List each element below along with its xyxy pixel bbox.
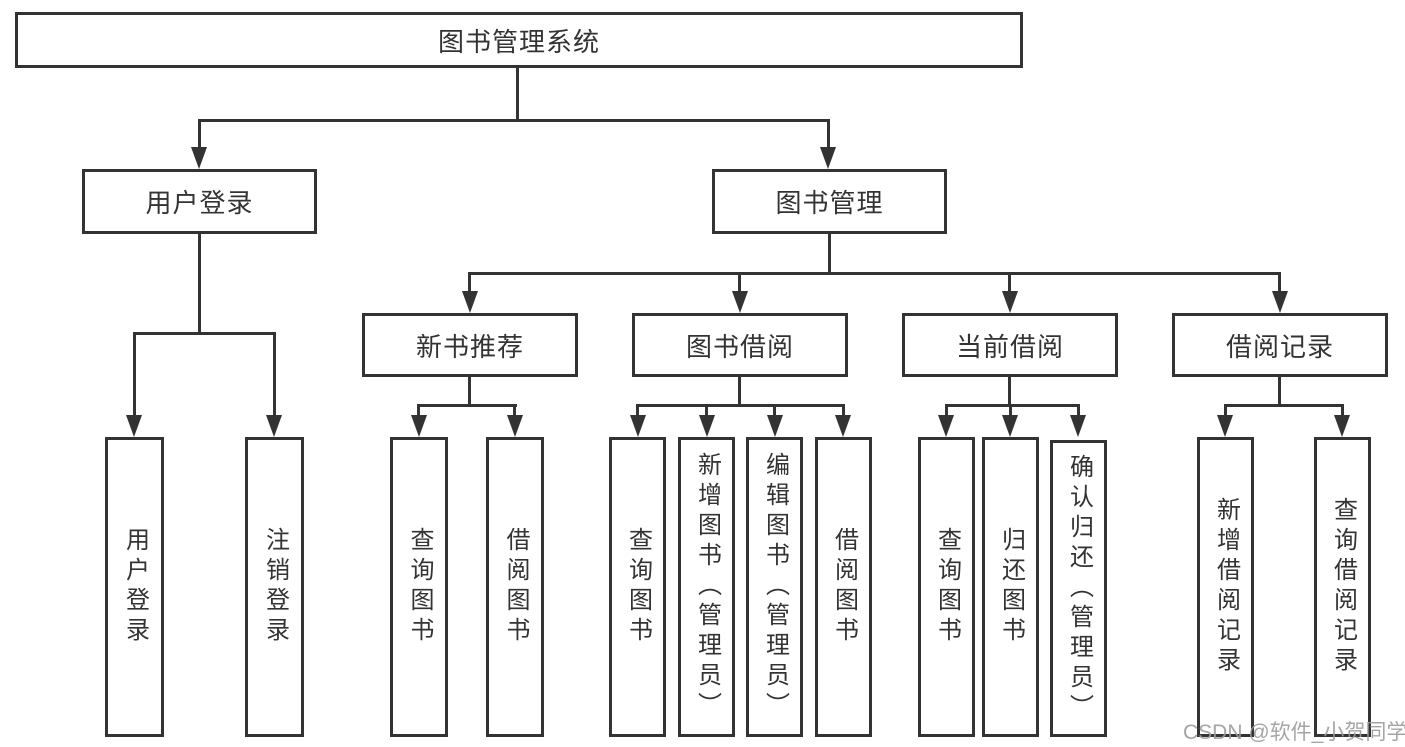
connector-drop-book-mgmt <box>827 119 830 149</box>
connector-drop-leaf <box>1009 404 1012 417</box>
leaf-borrow-edit-admin-label: 编辑图书（管理员） <box>761 452 789 722</box>
arrowhead-down-icon <box>732 291 748 313</box>
node-current-borrow-label: 当前借阅 <box>955 331 1064 362</box>
leaf-borrow-add-admin-label: 新增图书（管理员） <box>693 452 721 722</box>
arrowhead-down-icon <box>1272 291 1288 313</box>
arrowhead-down-icon <box>266 415 282 437</box>
leaf-borrow-borrow-label: 借阅图书 <box>830 527 858 647</box>
leaf-records-query-label: 查询借阅记录 <box>1329 497 1357 677</box>
arrowhead-down-icon <box>1217 415 1233 437</box>
connector-drop-leaf <box>945 404 948 417</box>
leaf-borrow-add-admin: 新增图书（管理员） <box>678 437 735 737</box>
leaf-newbooks-query: 查询图书 <box>390 437 448 737</box>
arrowhead-down-icon <box>411 415 427 437</box>
node-root-label: 图书管理系统 <box>437 26 600 57</box>
leaf-logout-label: 注销登录 <box>261 527 289 647</box>
leaf-current-confirm-admin: 确认归还（管理员） <box>1050 440 1107 737</box>
connector-drop-leaf <box>133 332 136 417</box>
connector-current-borrow-stem <box>1008 377 1011 407</box>
node-user-login-label: 用户登录 <box>145 188 254 218</box>
node-new-books-label: 新书推荐 <box>415 331 524 362</box>
arrowhead-down-icon <box>1002 291 1018 313</box>
connector-borrow-records-rail <box>1224 404 1344 407</box>
connector-drop-leaf <box>1224 404 1227 417</box>
arrowhead-down-icon <box>938 415 954 437</box>
arrowhead-down-icon <box>507 415 523 437</box>
connector-new-books-stem <box>468 377 471 407</box>
connector-user-login-rail <box>133 332 276 335</box>
connector-root-stem <box>516 66 519 122</box>
connector-book-borrow-rail <box>636 404 845 407</box>
node-borrow-records-label: 借阅记录 <box>1225 331 1334 362</box>
connector-current-borrow-rail <box>945 404 1080 407</box>
connector-drop-new-books <box>468 272 471 293</box>
arrowhead-down-icon <box>630 415 646 437</box>
leaf-user-login-label: 用户登录 <box>121 527 149 647</box>
leaf-current-return: 归还图书 <box>982 437 1039 737</box>
arrowhead-down-icon <box>1070 415 1086 437</box>
node-new-books: 新书推荐 <box>362 313 578 377</box>
connector-drop-leaf <box>417 404 420 417</box>
arrowhead-down-icon <box>462 291 478 313</box>
leaf-current-query-label: 查询图书 <box>933 527 961 647</box>
leaf-current-confirm-admin-label: 确认归还（管理员） <box>1065 453 1093 724</box>
connector-book-mgmt-rail <box>468 272 1281 275</box>
leaf-borrow-edit-admin: 编辑图书（管理员） <box>746 437 803 737</box>
node-book-mgmt-label: 图书管理 <box>775 188 884 218</box>
leaf-newbooks-borrow: 借阅图书 <box>486 437 544 737</box>
connector-borrow-records-stem <box>1278 377 1281 407</box>
node-book-borrow: 图书借阅 <box>632 313 848 377</box>
node-root: 图书管理系统 <box>15 12 1023 68</box>
leaf-borrow-query-label: 查询图书 <box>624 527 652 647</box>
connector-drop-borrow-records <box>1278 272 1281 293</box>
arrowhead-down-icon <box>1334 415 1350 437</box>
csdn-watermark: CSDN @软件_小贺同学 <box>1183 721 1405 744</box>
arrowhead-down-icon <box>191 147 207 169</box>
leaf-records-query: 查询借阅记录 <box>1314 437 1371 737</box>
leaf-current-return-label: 归还图书 <box>997 527 1025 647</box>
node-book-borrow-label: 图书借阅 <box>685 331 794 362</box>
connector-drop-book-borrow <box>738 272 741 293</box>
arrowhead-down-icon <box>820 147 836 169</box>
connector-user-login-stem <box>198 234 201 335</box>
leaf-borrow-query: 查询图书 <box>609 437 666 737</box>
connector-drop-leaf <box>1077 404 1080 417</box>
connector-drop-leaf <box>842 404 845 417</box>
leaf-user-login: 用户登录 <box>105 437 164 737</box>
arrowhead-down-icon <box>835 415 851 437</box>
leaf-newbooks-query-label: 查询图书 <box>406 527 433 647</box>
connector-drop-leaf <box>1341 404 1344 417</box>
arrowhead-down-icon <box>126 415 142 437</box>
node-borrow-records: 借阅记录 <box>1172 313 1388 377</box>
node-book-mgmt: 图书管理 <box>712 169 947 234</box>
connector-root-rail <box>198 119 830 122</box>
node-user-login: 用户登录 <box>82 169 317 234</box>
leaf-records-add-label: 新增借阅记录 <box>1212 497 1240 677</box>
connector-drop-leaf <box>273 332 276 417</box>
connector-drop-current-borrow <box>1008 272 1011 293</box>
connector-new-books-rail <box>417 404 517 407</box>
leaf-borrow-borrow: 借阅图书 <box>815 437 872 737</box>
connector-drop-user-login <box>198 119 201 149</box>
leaf-current-query: 查询图书 <box>918 437 975 737</box>
connector-book-borrow-stem <box>738 377 741 407</box>
leaf-records-add: 新增借阅记录 <box>1197 437 1254 737</box>
arrowhead-down-icon <box>767 415 783 437</box>
connector-drop-leaf <box>773 404 776 417</box>
connector-drop-leaf <box>705 404 708 417</box>
leaf-logout: 注销登录 <box>245 437 304 737</box>
connector-drop-leaf <box>513 404 516 417</box>
arrowhead-down-icon <box>699 415 715 437</box>
node-current-borrow: 当前借阅 <box>902 313 1118 377</box>
leaf-newbooks-borrow-label: 借阅图书 <box>502 527 529 647</box>
connector-book-mgmt-stem <box>828 234 831 275</box>
arrowhead-down-icon <box>1002 415 1018 437</box>
connector-drop-leaf <box>636 404 639 417</box>
